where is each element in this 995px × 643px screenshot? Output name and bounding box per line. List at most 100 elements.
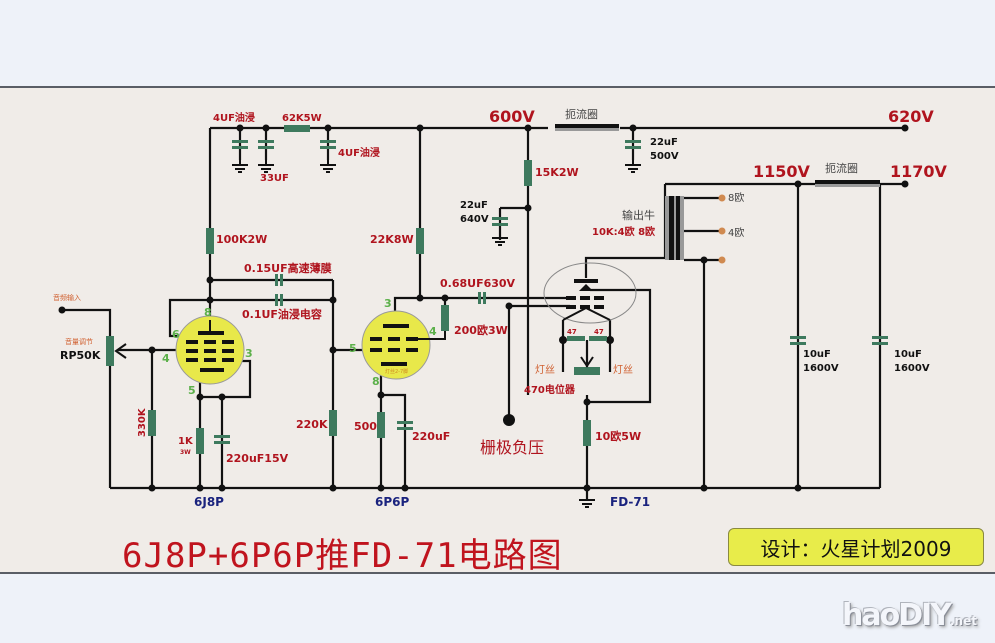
resistor-47b [589,336,607,341]
diagram-title: 6J8P+6P6P推FD-71电路图 [122,536,563,576]
output-transformer-icon [665,196,684,260]
label-47b: 47 [594,328,604,336]
pin-6: 6 [172,328,180,341]
choke-1 [555,124,619,128]
terminal-4ohm[interactable] [718,227,726,235]
voltage-1170v: 1170V [890,162,948,181]
ground-icons [232,149,641,508]
choke-icons [555,124,880,187]
tube-label-6j8p: 6J8P [194,495,224,509]
resistor-10ohm [583,420,591,446]
pin-4: 4 [429,325,437,338]
tube-6j8p-icon [175,315,245,385]
label-10ohm5w: 10欧5W [595,429,641,443]
junction-dots [58,124,909,492]
label-res-62k: 62K5W [282,113,322,124]
label-filament-note: 灯丝2-7脚 [385,368,408,375]
resistor-15k [524,160,532,186]
label-ot-spec: 10K:4欧 8欧 [592,225,655,238]
label-hv-cap2: 10uF [894,349,922,360]
label-100k2w: 100K2W [216,233,267,246]
label-22k8w: 22K8W [370,233,414,246]
pin-8: 8 [372,375,380,388]
label-volume: 音量调节 [65,337,93,346]
tube-label-6p6p: 6P6P [375,495,409,509]
resistor-200ohm [441,305,449,331]
resistor-62k [284,125,310,132]
label-640v: 640V [460,214,489,225]
label-220k: 220K [296,418,328,431]
capacitors [214,140,888,444]
resistor-330k [148,410,156,436]
terminal-common[interactable] [718,256,726,264]
watermark: haoDIY.net [842,598,977,633]
tube-fd71-icon [543,262,637,324]
label-rp50k: RP50K [60,349,101,362]
terminal-8ohm[interactable] [718,194,726,202]
label-cap-22uf: 22uF [650,137,678,148]
watermark-suffix: .net [950,614,977,628]
ground-icon [320,149,336,173]
ground-icon [232,149,248,173]
voltage-620v: 620V [888,107,934,126]
label-220uf15v: 220uF15V [226,452,289,465]
ground-icon [258,149,274,173]
label-3w: 3W [180,449,191,456]
tube-6p6p-icon [361,310,446,380]
voltage-600v: 600V [489,107,535,126]
ground-icon [492,226,508,246]
pin-3: 3 [384,297,392,310]
watermark-text: haoDIY [842,598,952,633]
label-filament-left: 灯丝 [535,364,555,376]
label-8ohm: 8欧 [728,192,744,204]
label-47a: 47 [567,328,577,336]
label-220uf: 220uF [412,430,450,443]
label-015uf: 0.15UF高速薄膜 [244,261,332,275]
label-22uf: 22uF [460,200,488,211]
label-330k: 330K [137,407,148,437]
label-cap-4uf-b: 4UF油浸 [338,146,380,159]
label-cap-33uf: 33UF [260,173,289,184]
resistors [106,125,607,454]
resistor-100k [206,228,214,254]
resistor-47a [567,336,585,341]
label-470-pot: 470电位器 [524,383,576,396]
label-hv-cap1-v: 1600V [803,363,839,374]
potentiometer-470 [574,367,600,375]
pin-5: 5 [188,384,196,397]
label-200ohm3w: 200欧3W [454,323,508,337]
label-4ohm: 4欧 [728,227,744,239]
label-cap-4uf: 4UF油浸 [213,111,255,124]
label-output-transformer: 输出牛 [622,208,655,222]
ground-icon [625,149,641,173]
pin-4: 4 [162,352,170,365]
tube-label-fd71: FD-71 [610,495,650,509]
wiper-arrow-icon [114,343,127,359]
pin-5: 5 [349,342,357,355]
label-15k2w: 15K2W [535,166,579,179]
label-hv-cap2-v: 1600V [894,363,930,374]
label-01uf: 0.1UF油浸电容 [242,307,322,321]
label-1k: 1K [178,436,194,447]
resistor-1k [196,428,204,454]
pin-3: 3 [245,347,253,360]
choke-2 [815,180,880,184]
voltage-1150v: 1150V [753,162,811,181]
label-068uf: 0.68UF630V [440,277,516,290]
resistor-500 [377,412,385,438]
choke-label: 扼流圈 [565,107,598,121]
pin-8: 8 [204,306,212,319]
label-500: 500 [354,420,377,433]
label-hv-cap1: 10uF [803,349,831,360]
wiper-arrow-icon [580,356,594,368]
choke-label: 扼流圈 [825,161,858,175]
ground-icon [579,499,595,508]
output-terminals [718,194,726,264]
label-grid-bias: 栅极负压 [480,438,544,457]
schematic-sheet [0,86,995,574]
designer-credit: 设计：火星计划2009 [728,528,984,566]
resistor-22k [416,228,424,254]
resistor-220k [329,410,337,436]
label-audio-input: 音频输入 [53,293,81,302]
